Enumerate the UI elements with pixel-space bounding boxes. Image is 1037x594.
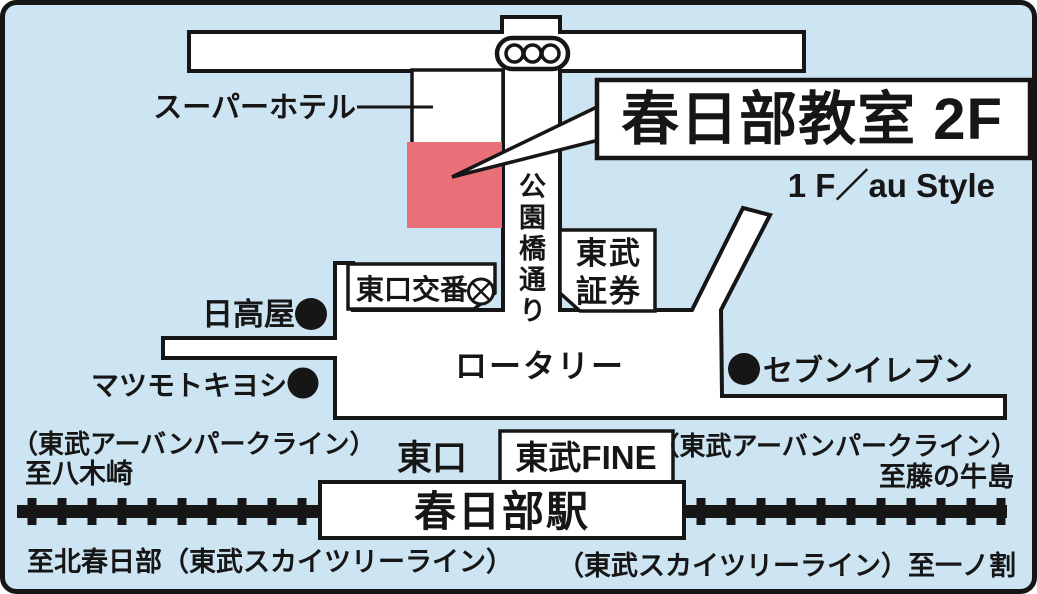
highlight-classroom-location (407, 142, 502, 228)
label-upper-left-dest: 至八木崎 (25, 459, 133, 489)
label-tobu-securities-top: 東武 (576, 236, 642, 271)
tobu-fine-box (498, 429, 675, 484)
hidakaya-dot-icon (295, 298, 327, 330)
matsumoto-kiyoshi-dot-icon (287, 367, 319, 399)
seven-eleven-dot-icon (728, 353, 760, 385)
floor-note: 1 F／au Style (788, 167, 995, 204)
label-super-hotel: スーパーホテル (153, 92, 356, 124)
label-east-exit: 東口 (397, 439, 467, 478)
label-park-bridge-street: 公園橋通り (515, 172, 546, 327)
label-tobu-securities-bottom: 証券 (576, 274, 642, 309)
label-upper-right-dest: 至藤の牛島 (879, 462, 1014, 492)
label-seven-eleven: セブンイレブン (763, 354, 973, 388)
traffic-light-icon (494, 35, 571, 72)
station-box (318, 480, 686, 540)
label-upper-left-line: （東武アーバンパークライン） (12, 429, 375, 459)
label-lower-right: （東武スカイツリーライン）至一ノ割 (557, 550, 1016, 581)
label-tobu-fine: 東武FINE (515, 439, 656, 476)
classroom-title-box (594, 77, 1033, 161)
label-hidakaya: 日高屋 (202, 297, 295, 332)
classroom-title: 春日部教室 2F (621, 87, 1003, 152)
tobu-securities-box (558, 228, 657, 313)
label-police-box: 東口交番 (356, 273, 469, 305)
railway-left (17, 498, 320, 525)
label-matsumoto-kiyoshi: マツモトキヨシ (91, 370, 287, 401)
label-upper-right-line: （東武アーバンパークライン） (654, 431, 1017, 461)
label-lower-left: 至北春日部（東武スカイツリーライン） (27, 546, 513, 577)
railway-right (684, 498, 1007, 525)
label-station: 春日部駅 (414, 488, 590, 535)
police-symbol-icon (467, 277, 495, 306)
label-rotary: ロータリー (455, 348, 625, 384)
